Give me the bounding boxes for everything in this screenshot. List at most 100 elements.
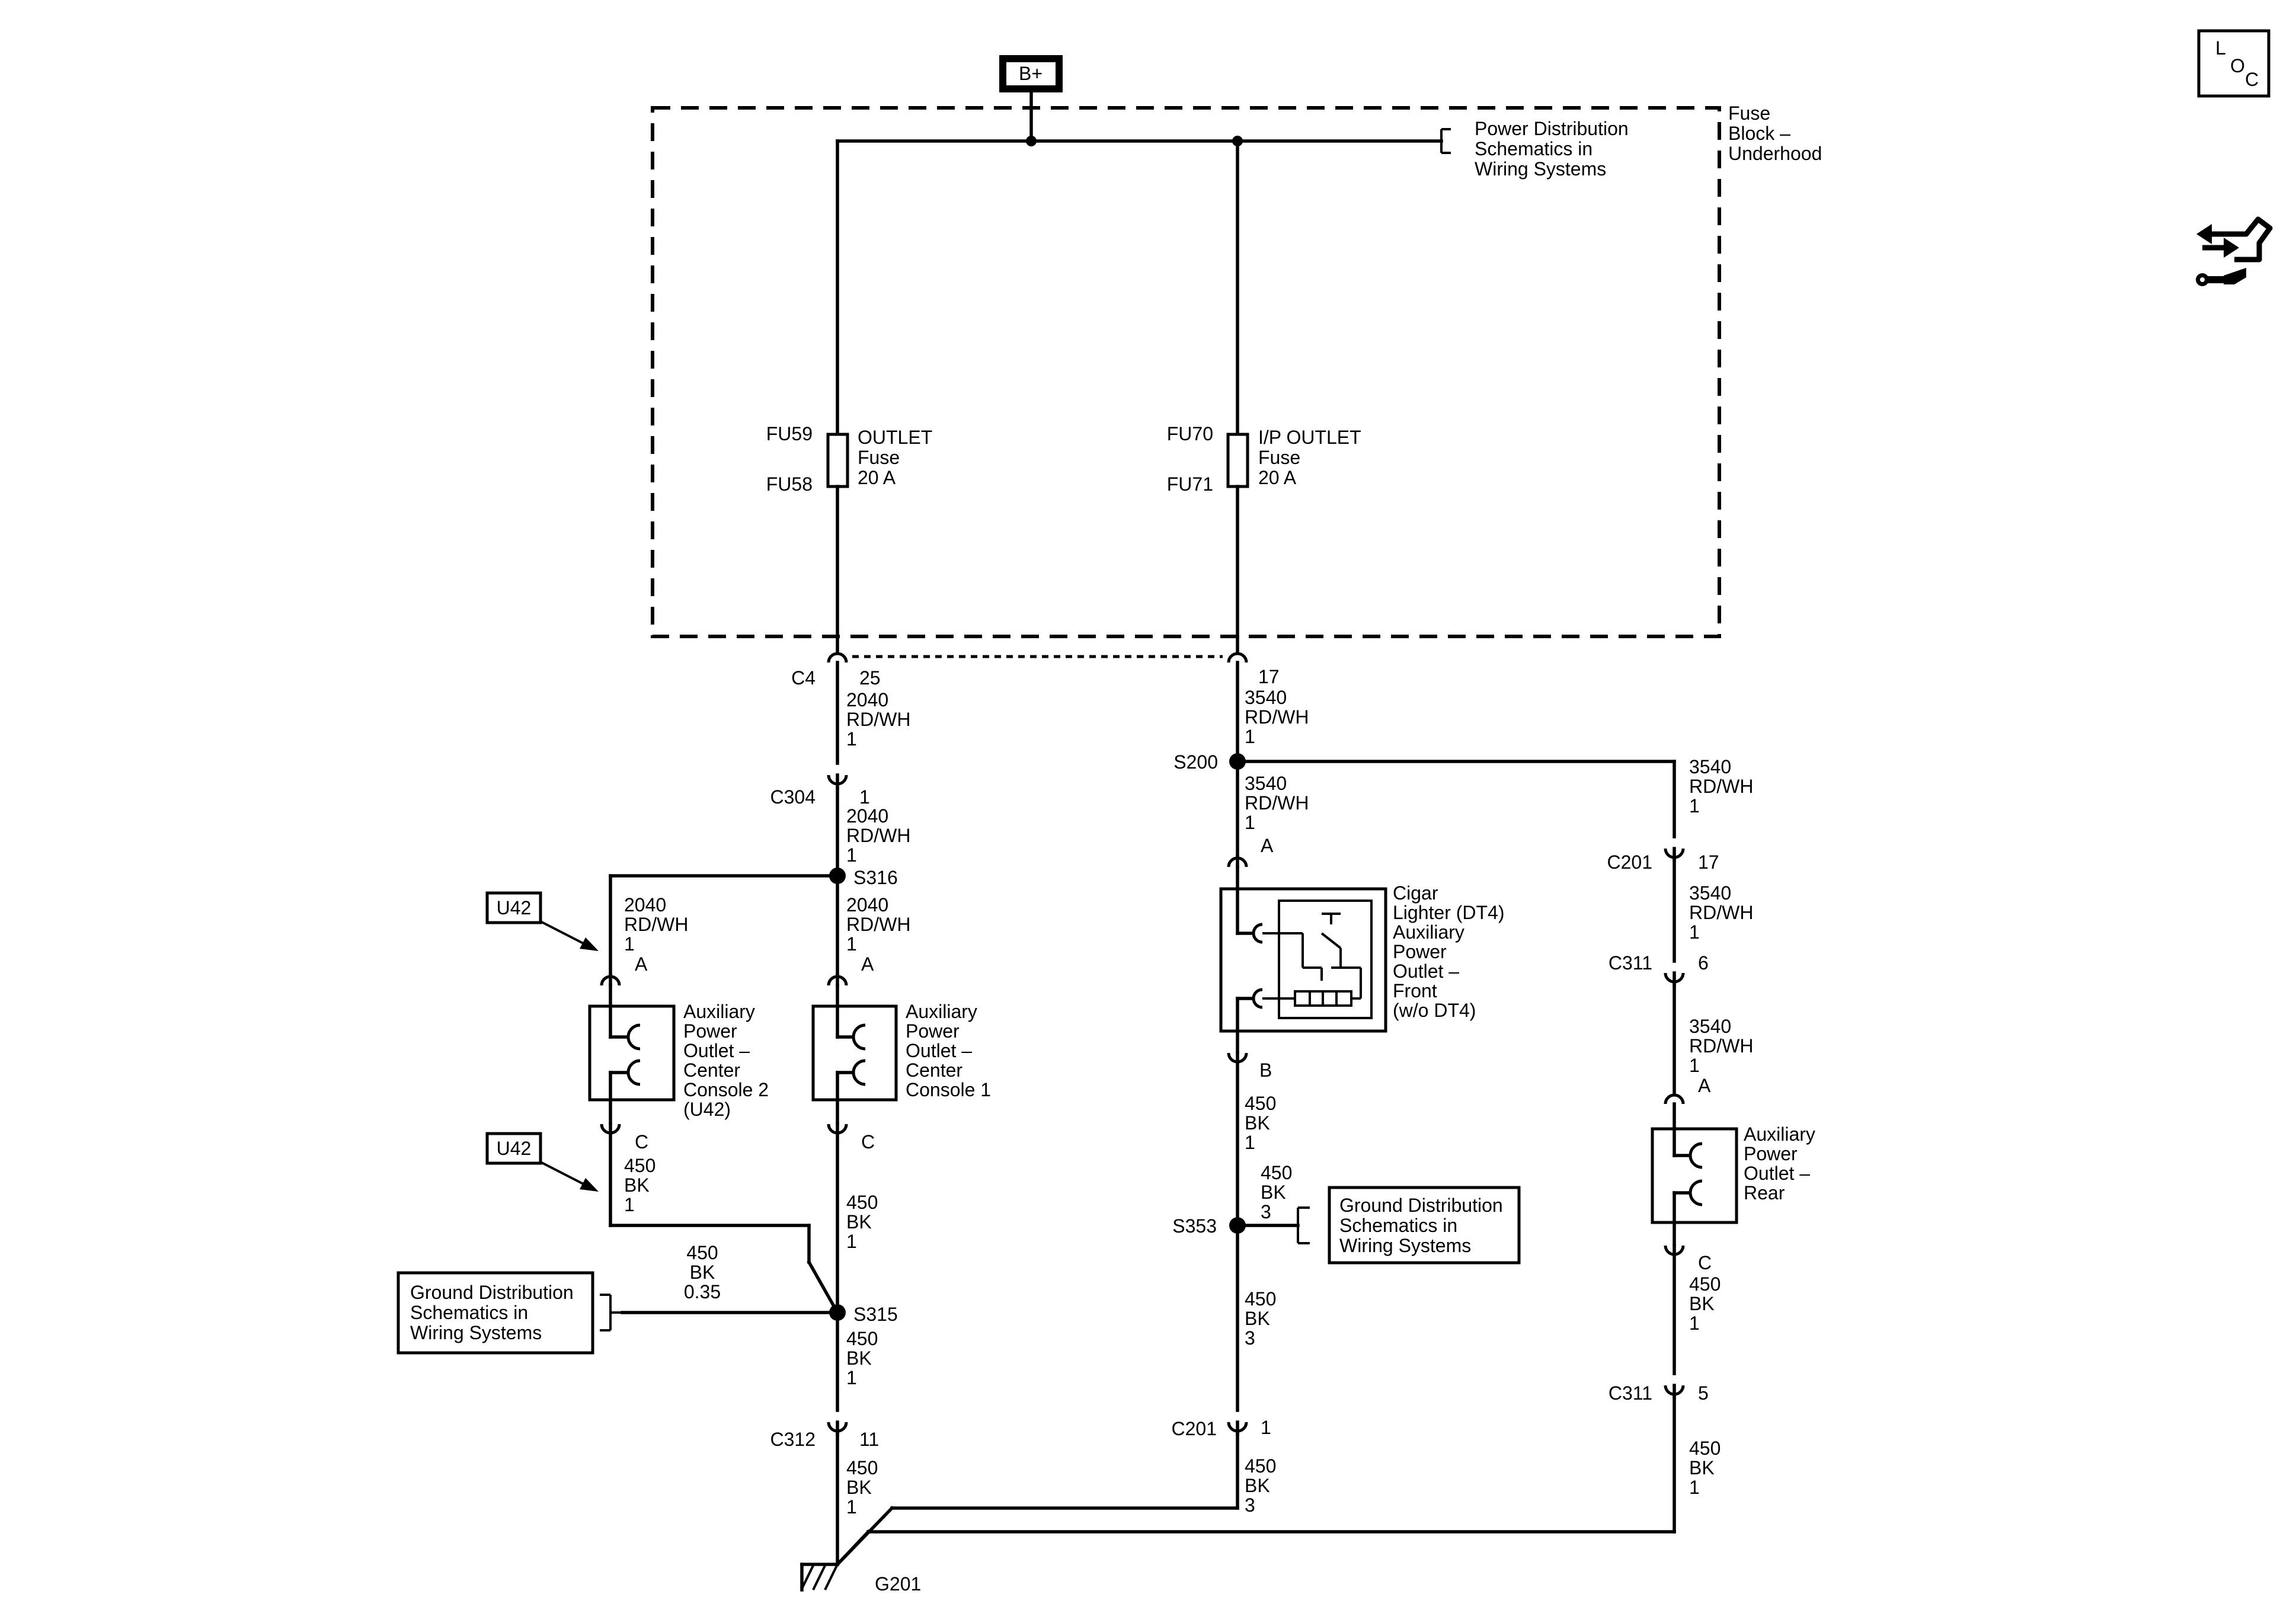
connector-c312[interactable]: C312 11 bbox=[770, 1420, 880, 1450]
svg-text:1: 1 bbox=[1689, 1055, 1700, 1076]
svg-text:(U42): (U42) bbox=[683, 1099, 731, 1120]
svg-text:BK: BK bbox=[1245, 1475, 1270, 1496]
splice-s200[interactable]: S200 bbox=[1173, 751, 1246, 773]
connector-c311-b[interactable]: C311 5 bbox=[1609, 1382, 1709, 1404]
wiring-repair-icon[interactable] bbox=[2196, 216, 2273, 286]
svg-text:OUTLET: OUTLET bbox=[858, 427, 932, 448]
svg-text:A: A bbox=[1698, 1075, 1711, 1096]
svg-text:C4: C4 bbox=[791, 667, 816, 689]
svg-text:O: O bbox=[2230, 55, 2245, 76]
svg-text:C201: C201 bbox=[1172, 1418, 1217, 1439]
cigar-lighter-aux-outlet-front[interactable]: A B Cigar Lighter (DT4) Auxiliary Power … bbox=[1219, 835, 1505, 1081]
svg-text:Center: Center bbox=[683, 1060, 740, 1081]
svg-text:S315: S315 bbox=[853, 1304, 898, 1325]
svg-text:Outlet –: Outlet – bbox=[683, 1040, 750, 1061]
svg-text:Schematics in: Schematics in bbox=[1475, 138, 1593, 159]
fuse-block-label: Fuse Block – Underhood bbox=[1728, 103, 1822, 164]
svg-text:B+: B+ bbox=[1019, 63, 1043, 84]
svg-text:FU71: FU71 bbox=[1167, 473, 1213, 495]
svg-text:C: C bbox=[635, 1131, 648, 1153]
svg-text:1: 1 bbox=[1261, 1417, 1271, 1438]
wire-2040-d: 2040 RD/WH 1 bbox=[624, 894, 688, 955]
splice-s315[interactable]: S315 bbox=[829, 1304, 898, 1325]
svg-text:B: B bbox=[1259, 1060, 1272, 1081]
svg-text:S316: S316 bbox=[853, 867, 898, 888]
svg-text:Auxiliary: Auxiliary bbox=[683, 1001, 755, 1022]
svg-text:Power: Power bbox=[683, 1020, 737, 1042]
svg-text:(w/o DT4): (w/o DT4) bbox=[1393, 1000, 1476, 1021]
svg-text:Fuse: Fuse bbox=[858, 447, 900, 468]
svg-text:Front: Front bbox=[1393, 980, 1437, 1001]
wire-3540-c: 3540 RD/WH 1 bbox=[1689, 756, 1753, 817]
splice-s353[interactable]: S353 bbox=[1172, 1215, 1246, 1237]
svg-text:1: 1 bbox=[1245, 812, 1255, 833]
fuse-block-outline bbox=[651, 106, 1721, 638]
svg-text:Lighter (DT4): Lighter (DT4) bbox=[1393, 902, 1505, 923]
battery-terminal[interactable]: B+ bbox=[999, 55, 1063, 92]
svg-text:BK: BK bbox=[690, 1262, 715, 1283]
wire-2040-c: 2040 RD/WH 1 bbox=[846, 894, 910, 955]
svg-text:450: 450 bbox=[1245, 1093, 1276, 1114]
ground-distribution-ref-left[interactable]: Ground Distribution Schematics in Wiring… bbox=[396, 1271, 622, 1355]
svg-text:C: C bbox=[1698, 1252, 1712, 1273]
svg-text:FU58: FU58 bbox=[766, 473, 813, 495]
svg-text:Wiring Systems: Wiring Systems bbox=[410, 1322, 542, 1343]
svg-text:3540: 3540 bbox=[1689, 756, 1731, 777]
svg-text:11: 11 bbox=[859, 1429, 879, 1450]
svg-text:1: 1 bbox=[624, 1194, 635, 1215]
aux-power-outlet-rear[interactable]: A C Auxiliary Power Outlet – Rear bbox=[1651, 1075, 1815, 1273]
svg-text:Outlet –: Outlet – bbox=[906, 1040, 972, 1061]
svg-text:Auxiliary: Auxiliary bbox=[906, 1001, 977, 1022]
svg-text:Power Distribution: Power Distribution bbox=[1475, 118, 1629, 139]
svg-text:0.35: 0.35 bbox=[684, 1281, 721, 1302]
connector-c304[interactable]: C304 1 bbox=[770, 773, 870, 808]
wire-2040-a: 2040 RD/WH 1 bbox=[846, 689, 910, 750]
ip-outlet-fuse[interactable]: FU70 FU71 I/P OUTLET Fuse 20 A bbox=[1167, 423, 1361, 495]
wire-450-c312: 450 BK 1 bbox=[846, 1457, 878, 1518]
wire-450-c2: 450 BK 1 bbox=[609, 1122, 840, 1315]
svg-text:Block –: Block – bbox=[1728, 123, 1790, 144]
splice-s316[interactable]: S316 bbox=[829, 867, 898, 888]
svg-text:1: 1 bbox=[1689, 921, 1700, 943]
b-plus-bus bbox=[836, 91, 1443, 445]
outlet-fuse[interactable]: FU59 FU58 OUTLET Fuse 20 A bbox=[766, 423, 932, 495]
svg-text:RD/WH: RD/WH bbox=[624, 914, 688, 935]
svg-text:450: 450 bbox=[686, 1242, 718, 1263]
wire-450-s315: 450 BK 1 bbox=[846, 1328, 878, 1388]
wire-450-bk3-a: 450 BK 3 bbox=[1261, 1162, 1292, 1222]
loc-icon[interactable]: L O C bbox=[2197, 29, 2271, 98]
aux-power-outlet-center-console-1[interactable]: A C Auxiliary Power Outlet – Center Cons… bbox=[811, 953, 991, 1153]
svg-text:C312: C312 bbox=[770, 1429, 816, 1450]
svg-text:C311: C311 bbox=[1609, 952, 1652, 974]
svg-text:Schematics in: Schematics in bbox=[1339, 1215, 1457, 1236]
wire-3540-a: 3540 RD/WH 1 bbox=[1245, 687, 1309, 747]
power-distribution-ref[interactable]: Power Distribution Schematics in Wiring … bbox=[1440, 118, 1629, 180]
svg-text:1: 1 bbox=[846, 844, 857, 866]
option-tag-u42-top[interactable]: U42 bbox=[485, 891, 599, 951]
wire-450-bk3-b: 450 BK 3 bbox=[1245, 1288, 1276, 1349]
svg-text:6: 6 bbox=[1698, 952, 1709, 974]
svg-text:3: 3 bbox=[1245, 1494, 1255, 1516]
ground-g201[interactable]: G201 bbox=[800, 1563, 921, 1595]
connector-c201-rear[interactable]: C201 17 bbox=[1607, 847, 1719, 873]
svg-text:Outlet –: Outlet – bbox=[1744, 1163, 1810, 1184]
svg-text:1: 1 bbox=[846, 933, 857, 955]
wire-2040-b: 2040 RD/WH 1 bbox=[846, 805, 910, 866]
connector-c4[interactable]: C4 25 17 bbox=[791, 635, 1280, 689]
svg-text:1: 1 bbox=[846, 1367, 857, 1388]
connector-c201-front[interactable]: C201 1 bbox=[1172, 1417, 1271, 1439]
svg-text:RD/WH: RD/WH bbox=[1689, 902, 1753, 923]
svg-text:U42: U42 bbox=[497, 897, 532, 918]
svg-text:Outlet –: Outlet – bbox=[1393, 961, 1459, 982]
ground-distribution-ref-right[interactable]: Ground Distribution Schematics in Wiring… bbox=[1297, 1186, 1521, 1265]
option-tag-u42-bottom[interactable]: U42 bbox=[485, 1132, 599, 1192]
svg-text:1: 1 bbox=[846, 1231, 857, 1252]
svg-text:2040: 2040 bbox=[846, 689, 888, 710]
svg-text:2040: 2040 bbox=[846, 805, 888, 827]
aux-power-outlet-center-console-2[interactable]: A C Auxiliary Power Outlet – Center Cons… bbox=[588, 953, 769, 1153]
svg-text:Power: Power bbox=[906, 1020, 960, 1042]
svg-text:RD/WH: RD/WH bbox=[846, 825, 910, 846]
svg-text:3540: 3540 bbox=[1245, 687, 1287, 708]
connector-c311-a[interactable]: C311 6 bbox=[1609, 952, 1709, 987]
